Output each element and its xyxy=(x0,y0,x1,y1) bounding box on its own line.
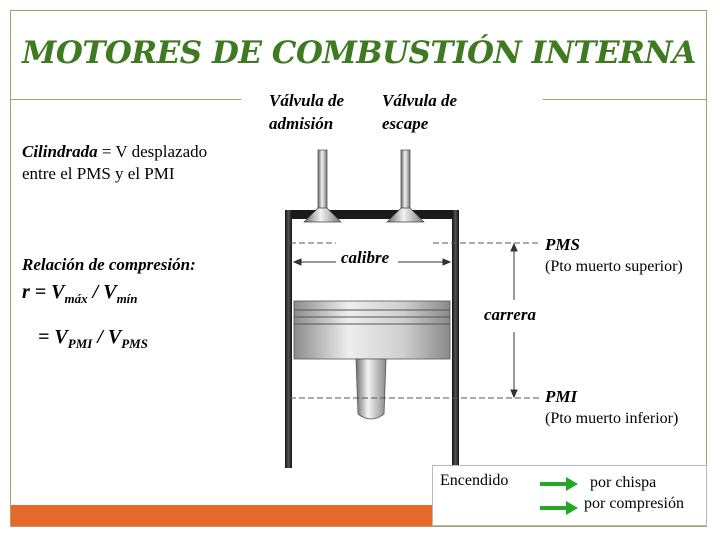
intake-valve-label-line2: admisión xyxy=(269,114,334,133)
formula1-lhs: r = V xyxy=(22,281,65,303)
formula1-sub2: mín xyxy=(116,291,138,306)
bdc-description: (Pto muerto inferior) xyxy=(545,410,679,427)
arrow-right-icon xyxy=(540,501,578,515)
formula2-sub2: PMS xyxy=(121,336,148,351)
displacement-definition-line2: entre el PMS y el PMI xyxy=(22,164,175,183)
compression-formula-2: = VPMI / VPMS xyxy=(38,326,148,352)
formula2-lhs: = V xyxy=(38,326,68,348)
cylinder-wall-right xyxy=(452,210,459,468)
bore-arrow xyxy=(292,258,452,266)
formula1-mid: / V xyxy=(87,281,117,303)
formula2-mid: / V xyxy=(92,326,122,348)
displacement-definition: Cilindrada = V desplazado xyxy=(22,142,207,162)
tdc-description: (Pto muerto superior) xyxy=(545,258,683,275)
divider-left xyxy=(11,99,241,100)
ignition-label: Encendido xyxy=(440,472,509,489)
exhaust-valve-label-line1: Válvula de xyxy=(382,91,458,110)
stroke-arrow xyxy=(510,242,518,399)
bdc-label: PMI xyxy=(545,387,578,406)
ignition-option-spark: por chispa xyxy=(590,474,657,491)
intake-valve xyxy=(303,149,342,223)
slide-frame xyxy=(10,10,707,527)
tdc-label: PMS xyxy=(545,235,580,254)
exhaust-valve xyxy=(386,149,425,223)
ignition-legend xyxy=(432,465,707,526)
cylinder-head xyxy=(285,210,459,219)
arrow-right-icon xyxy=(540,477,578,491)
exhaust-valve-label-line2: escape xyxy=(382,114,429,133)
bore-label: calibre xyxy=(341,248,390,267)
ignition-option-compression: por compresión xyxy=(584,495,684,512)
cylinder-wall-left xyxy=(285,210,292,468)
compression-heading: Relación de compresión: xyxy=(22,255,196,274)
formula2-sub1: PMI xyxy=(67,336,93,351)
compression-formula-1: r = Vmáx / Vmín xyxy=(22,281,138,307)
slide-title: MOTORES DE COMBUSTIÓN INTERNA xyxy=(22,35,696,71)
stroke-label: carrera xyxy=(484,305,536,324)
displacement-term: Cilindrada xyxy=(22,142,98,161)
connecting-rod xyxy=(355,358,387,420)
piston xyxy=(293,300,451,360)
intake-valve-label-line1: Válvula de xyxy=(269,91,345,110)
divider-right xyxy=(543,99,706,100)
formula1-sub1: máx xyxy=(64,291,88,306)
displacement-definition-rest: = V desplazado xyxy=(97,142,208,161)
